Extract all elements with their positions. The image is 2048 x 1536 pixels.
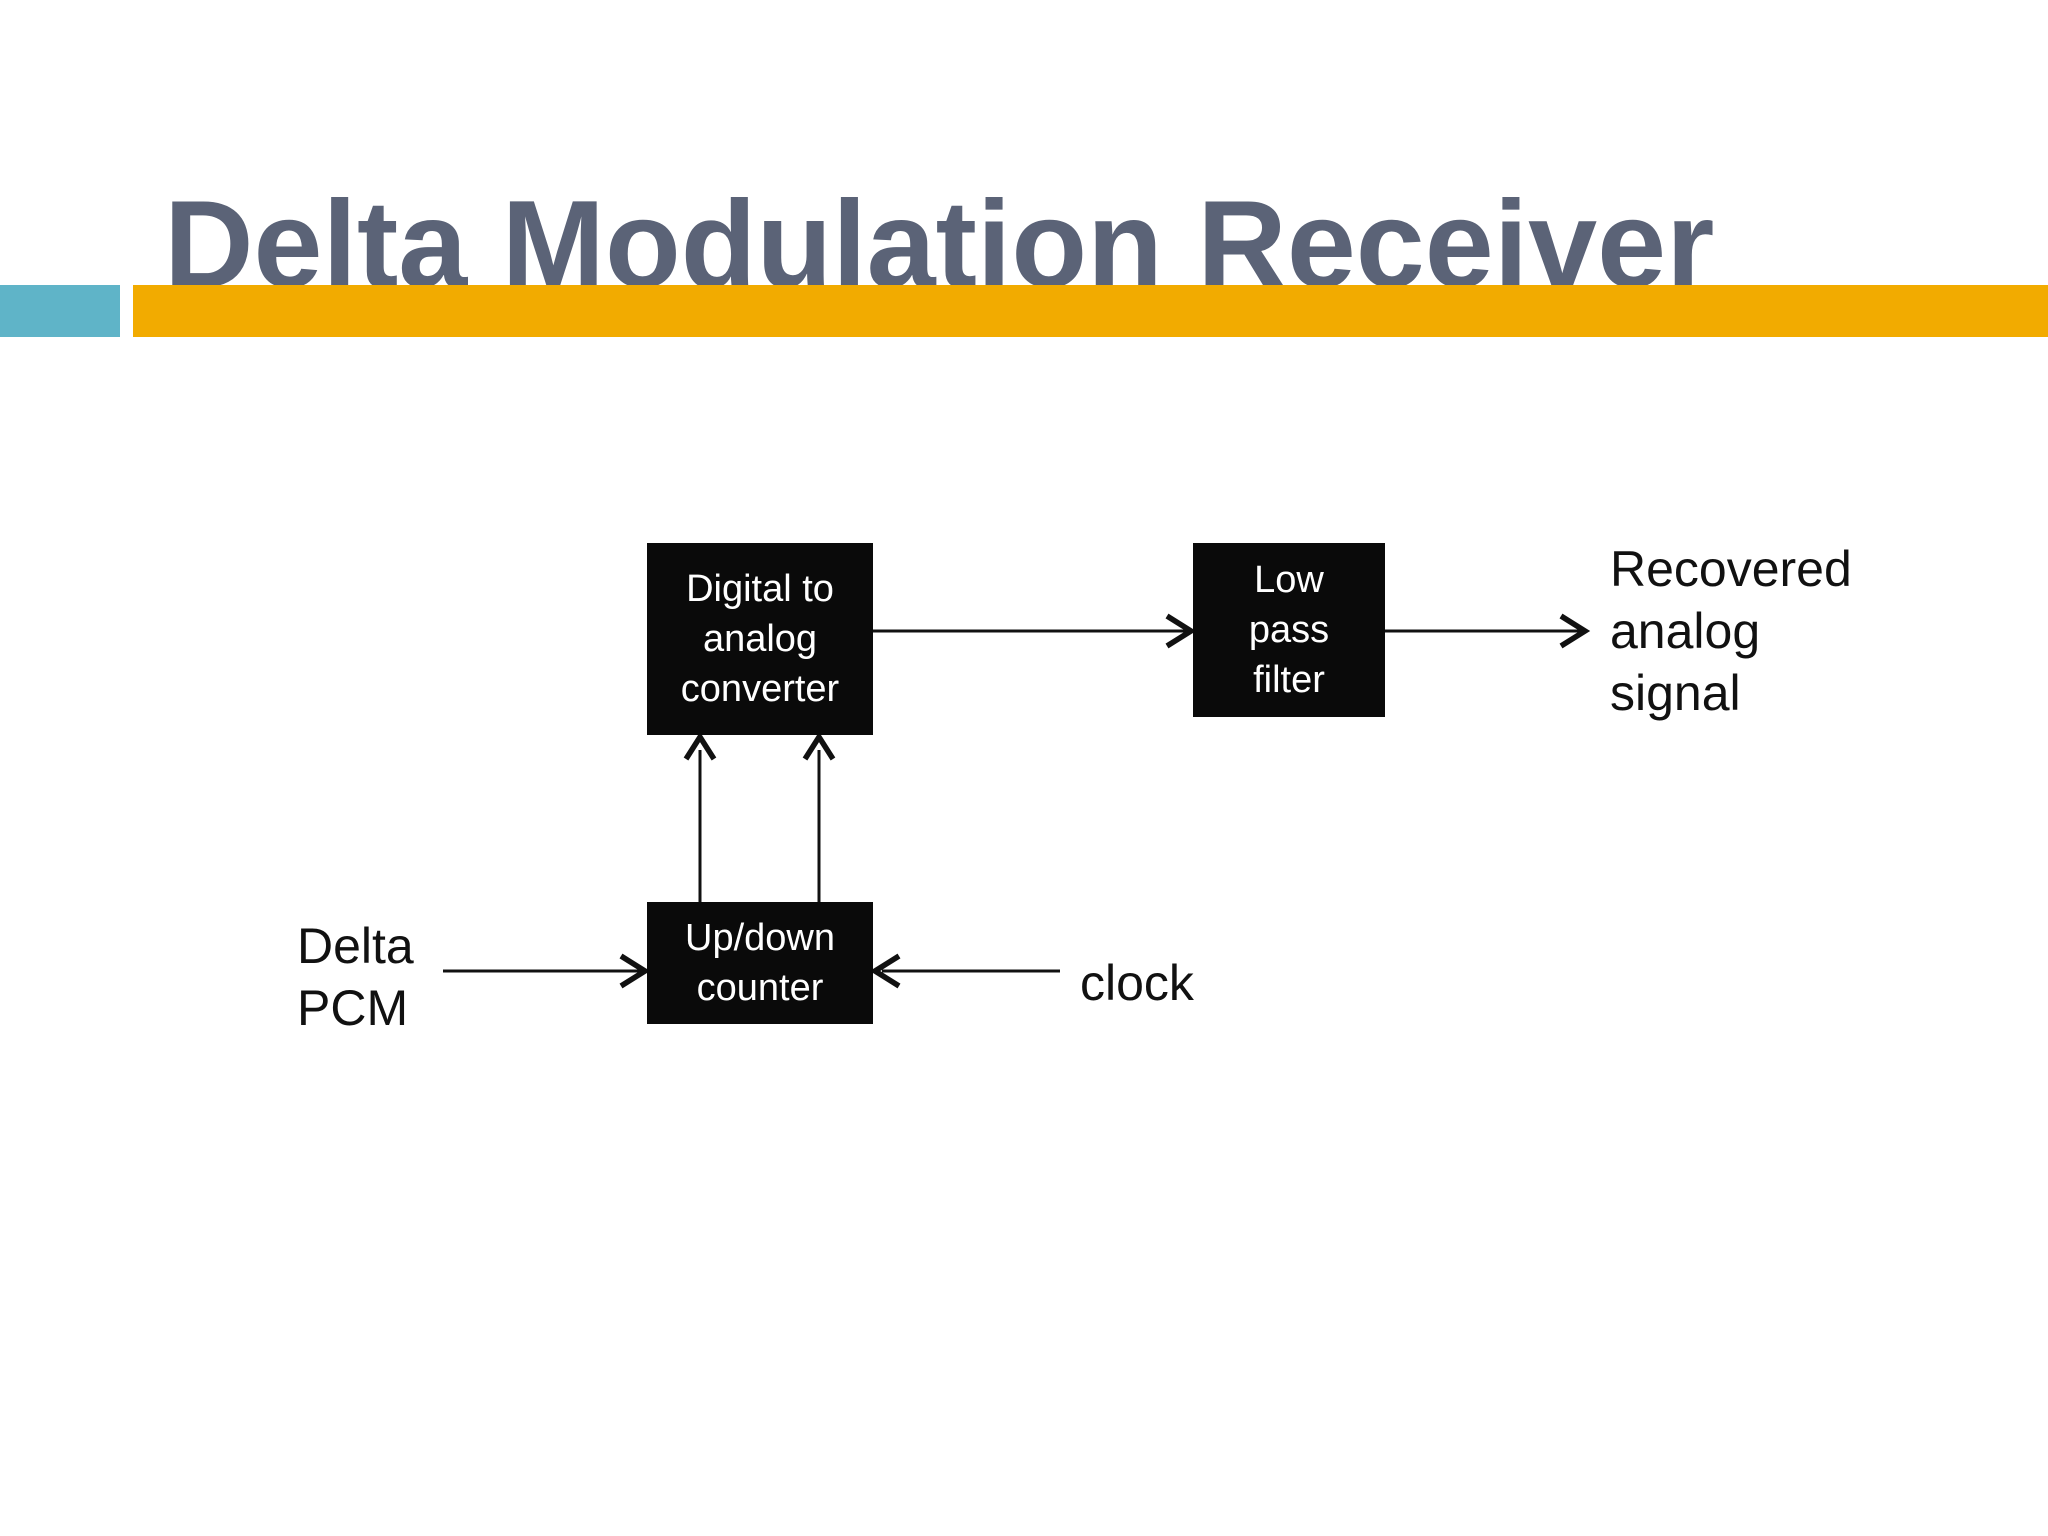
delta-pcm-input-label: Delta PCM — [297, 918, 414, 1036]
accent-bar-teal — [0, 285, 120, 337]
dac-to-lpf-arrowhead-icon — [1165, 613, 1197, 649]
accent-bar-orange — [133, 285, 2048, 337]
counter-to-dac-arrowhead-right-icon — [802, 731, 836, 761]
up-down-counter-block: Up/down counter — [647, 902, 873, 1024]
digital-to-analog-converter-block: Digital to analog converter — [647, 543, 873, 735]
recovered-analog-signal-label: Recovered analog signal — [1610, 541, 1852, 721]
input-to-counter-arrowhead-icon — [619, 953, 651, 989]
clock-to-counter-arrowhead-icon — [869, 953, 901, 989]
lpf-to-output-arrowhead-icon — [1559, 613, 1591, 649]
clock-label: clock — [1080, 955, 1194, 1011]
low-pass-filter-block: Low pass filter — [1193, 543, 1385, 717]
counter-to-dac-arrowhead-left-icon — [683, 731, 717, 761]
